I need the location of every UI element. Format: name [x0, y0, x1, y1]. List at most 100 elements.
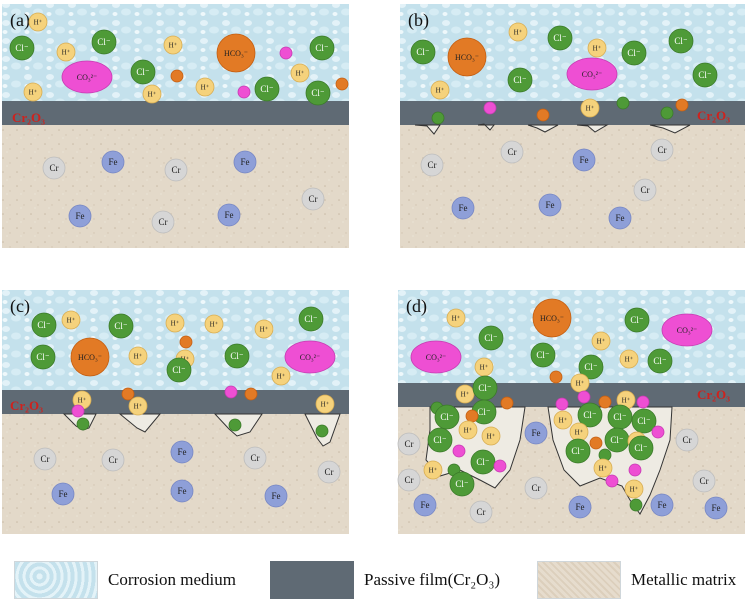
ion-cl: Cl⁻: [411, 40, 435, 64]
panel-tag: (c): [10, 296, 30, 317]
ion-cr: Cr: [43, 157, 65, 179]
ion-fe: Fe: [52, 483, 74, 505]
ion-cl-label: Cl⁻: [172, 365, 186, 375]
particle-o: [466, 410, 478, 422]
ion-cl-label: Cl⁻: [571, 446, 585, 456]
panel-c: (c)H⁺Cl⁻Cl⁻H⁺H⁺Cl⁻HCO₃⁻H⁺H⁺Cl⁻Cl⁻H⁺Cl⁻CO…: [2, 290, 349, 534]
ion-fe-label: Fe: [272, 491, 281, 501]
particle-p: [494, 460, 506, 472]
ion-cl: Cl⁻: [32, 313, 56, 337]
ion-h-label: H⁺: [260, 325, 269, 333]
ion-fe-label: Fe: [546, 200, 555, 210]
particle-p: [238, 86, 250, 98]
ion-cr: Cr: [525, 477, 547, 499]
ion-fe-label: Fe: [59, 489, 68, 499]
ion-cr-label: Cr: [477, 507, 486, 517]
ion-cl-label: Cl⁻: [416, 47, 430, 57]
ion-fe-label: Fe: [76, 211, 85, 221]
ion-h: H⁺: [475, 358, 493, 376]
ion-cl-label: Cl⁻: [553, 33, 567, 43]
ion-cr-label: Cr: [159, 217, 168, 227]
ion-fe: Fe: [265, 485, 287, 507]
ion-cl: Cl⁻: [310, 36, 334, 60]
ion-cl-label: Cl⁻: [455, 479, 469, 489]
ion-cl: Cl⁻: [109, 314, 133, 338]
ion-fe: Fe: [525, 422, 547, 444]
particle-g: [617, 97, 629, 109]
ion-cl: Cl⁻: [508, 68, 532, 92]
ion-h: H⁺: [625, 480, 643, 498]
ion-cr: Cr: [102, 449, 124, 471]
ion-cl-label: Cl⁻: [304, 314, 318, 324]
ion-h-label: H⁺: [171, 319, 180, 327]
film-swatch: [270, 561, 354, 599]
ion-cl-label: Cl⁻: [114, 321, 128, 331]
ion-cl-label: Cl⁻: [583, 410, 597, 420]
ion-cr: Cr: [676, 429, 698, 451]
legend-film-label: Passive film(Cr₂O₃): [364, 570, 500, 590]
ion-cr-label: Cr: [109, 455, 118, 465]
ion-fe-label: Fe: [712, 503, 721, 513]
ion-cl-label: Cl⁻: [484, 333, 498, 343]
ion-co3-label: CO₃²⁻: [677, 326, 698, 335]
ion-cl: Cl⁻: [629, 436, 653, 460]
ion-hco3: HCO₃⁻: [71, 338, 109, 376]
ion-h: H⁺: [571, 374, 589, 392]
ion-cl: Cl⁻: [605, 428, 629, 452]
ion-fe-label: Fe: [658, 500, 667, 510]
ion-cr: Cr: [165, 159, 187, 181]
ion-cl: Cl⁻: [608, 405, 632, 429]
ion-h: H⁺: [57, 43, 75, 61]
ion-cl-label: Cl⁻: [653, 356, 667, 366]
ion-cl-label: Cl⁻: [584, 362, 598, 372]
ion-h: H⁺: [581, 99, 599, 117]
ion-cr: Cr: [421, 154, 443, 176]
ion-h-label: H⁺: [452, 314, 461, 322]
particle-p: [556, 398, 568, 410]
ion-cl: Cl⁻: [531, 343, 555, 367]
ion-cr: Cr: [244, 447, 266, 469]
passive-film: [2, 390, 349, 414]
ion-h: H⁺: [291, 64, 309, 82]
particle-o: [171, 70, 183, 82]
ion-h-label: H⁺: [559, 416, 568, 424]
legend-film: Passive film(Cr₂O₃): [270, 560, 500, 600]
particle-p: [280, 47, 292, 59]
ion-h: H⁺: [143, 85, 161, 103]
ion-cl: Cl⁻: [479, 326, 503, 350]
ion-h: H⁺: [456, 385, 474, 403]
legend-matrix-label: Metallic matrix: [631, 570, 736, 590]
ion-cl: Cl⁻: [548, 26, 572, 50]
particle-g: [316, 425, 328, 437]
ion-cl-label: Cl⁻: [440, 412, 454, 422]
ion-h-label: H⁺: [622, 396, 631, 404]
passive-film: [2, 101, 349, 125]
ion-co3: CO₃²⁻: [285, 341, 335, 373]
ion-fe: Fe: [171, 441, 193, 463]
particle-p: [484, 102, 496, 114]
ion-h-label: H⁺: [277, 372, 286, 380]
ion-h-label: H⁺: [429, 466, 438, 474]
ion-cl: Cl⁻: [92, 30, 116, 54]
ion-fe: Fe: [69, 205, 91, 227]
ion-h-label: H⁺: [201, 83, 210, 91]
ion-cl-label: Cl⁻: [230, 351, 244, 361]
ion-co3-label: CO₃²⁻: [77, 73, 98, 82]
ion-cl-label: Cl⁻: [513, 75, 527, 85]
ion-cr: Cr: [634, 179, 656, 201]
ion-cl: Cl⁻: [31, 345, 55, 369]
ion-h-label: H⁺: [597, 337, 606, 345]
ion-h: H⁺: [166, 314, 184, 332]
ion-fe: Fe: [651, 494, 673, 516]
ion-h: H⁺: [164, 36, 182, 54]
ion-cl: Cl⁻: [167, 358, 191, 382]
ion-cl: Cl⁻: [450, 472, 474, 496]
particle-g: [661, 107, 673, 119]
film-label: Cr₂O₃: [697, 108, 730, 123]
metallic-matrix: [400, 125, 745, 248]
particle-o: [590, 437, 602, 449]
ion-h: H⁺: [447, 309, 465, 327]
ion-co3-label: CO₃²⁻: [582, 70, 603, 79]
ion-h-label: H⁺: [29, 88, 38, 96]
ion-cl: Cl⁻: [255, 77, 279, 101]
